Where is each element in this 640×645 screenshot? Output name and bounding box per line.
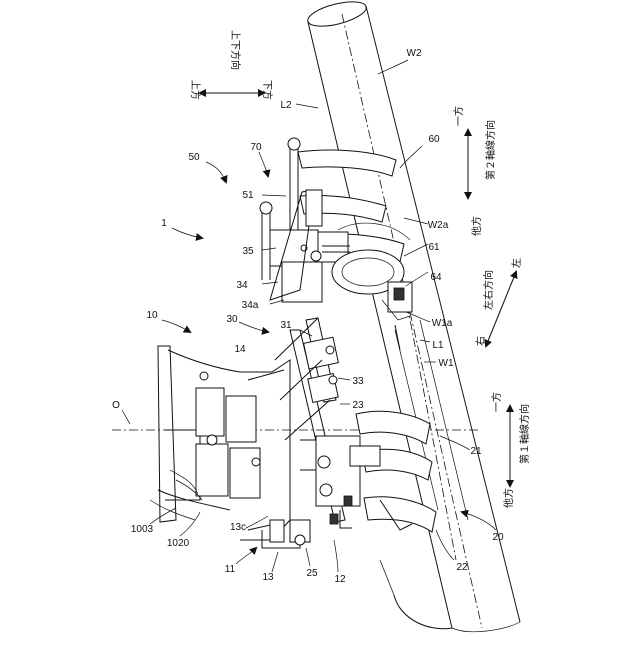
label-up: 上方 (189, 80, 202, 100)
ref-13: 13 (262, 572, 274, 583)
ref-21: 21 (470, 446, 482, 457)
label-left-right-direction: 左右方向 (482, 270, 495, 310)
label-first-other-side: 他方 (502, 488, 515, 508)
ref-34: 34 (236, 280, 248, 291)
ref-50: 50 (188, 152, 200, 163)
leader-lines (122, 60, 496, 572)
ref-25: 25 (306, 568, 318, 579)
ref-23: 23 (352, 400, 364, 411)
label-second-other-side: 他方 (470, 216, 483, 236)
ref-W2: W2 (407, 48, 422, 59)
label-left: 左 (510, 258, 523, 268)
ref-W1a: W1a (432, 318, 453, 329)
reference-numerals: 50 70 1 10 30 51 35 34 34a 31 14 33 23 O… (112, 48, 504, 585)
ref-10: 10 (146, 310, 158, 321)
ref-O: O (112, 400, 120, 411)
label-second-axis-direction: 第２軸線方向 (484, 120, 497, 180)
machine-body-10 (150, 346, 300, 548)
clamp-unit-20 (290, 411, 436, 545)
ref-W2a: W2a (428, 220, 449, 231)
label-vertical-direction: 上下方向 (229, 30, 242, 70)
workpiece-pipes (305, 0, 520, 632)
ref-W1: W1 (439, 358, 454, 369)
ref-1003: 1003 (131, 524, 154, 535)
ref-13c: 13c (230, 522, 246, 533)
label-second-one-side: 一方 (452, 106, 465, 126)
ref-1020: 1020 (167, 538, 190, 549)
ref-60: 60 (428, 134, 440, 145)
ref-31: 31 (280, 320, 292, 331)
ref-51: 51 (242, 190, 254, 201)
clamp-unit-50 (260, 138, 412, 320)
ref-64: 64 (430, 272, 442, 283)
ref-30: 30 (226, 314, 238, 325)
ref-12: 12 (334, 574, 346, 585)
ref-70: 70 (250, 142, 262, 153)
label-first-axis-direction: 第１軸線方向 (518, 404, 531, 464)
ref-22: 22 (456, 562, 468, 573)
label-right: 右 (474, 336, 487, 346)
label-down: 下方 (261, 80, 274, 100)
ref-11: 11 (225, 564, 236, 575)
ref-L2: L2 (280, 100, 292, 111)
label-first-one-side: 一方 (490, 392, 503, 412)
ref-L1: L1 (432, 340, 444, 351)
ref-20: 20 (492, 532, 504, 543)
ref-1: 1 (161, 218, 167, 229)
ref-33: 33 (352, 376, 364, 387)
ref-34a: 34a (242, 300, 259, 311)
ref-35: 35 (242, 246, 254, 257)
ref-61: 61 (428, 242, 440, 253)
ref-14: 14 (234, 344, 246, 355)
